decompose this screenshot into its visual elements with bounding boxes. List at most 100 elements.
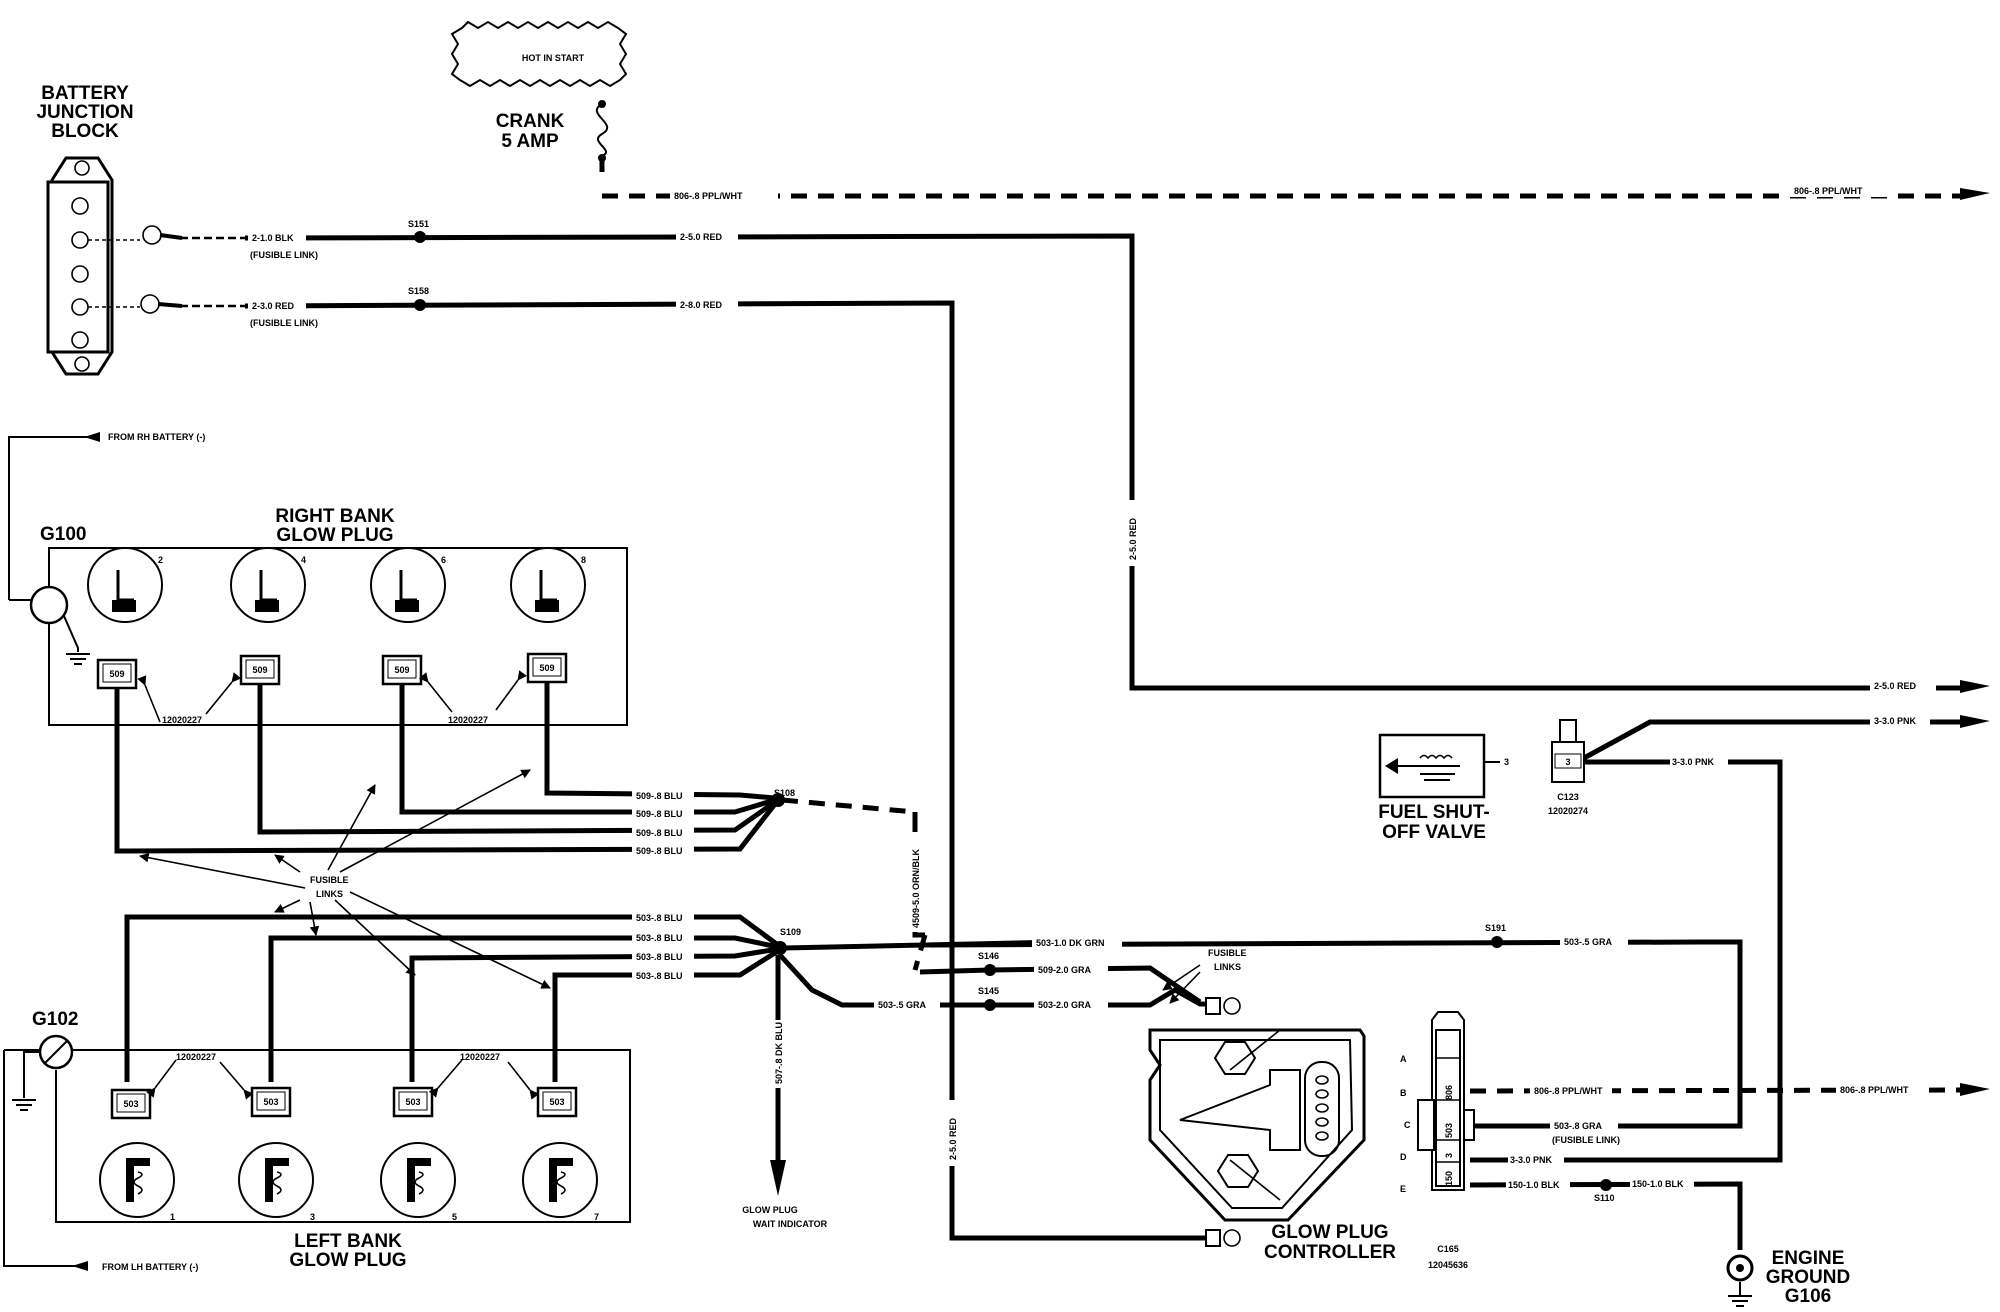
svg-text:LINKS: LINKS [316,889,343,899]
svg-text:509: 509 [252,665,267,675]
glow-plug-controller: GLOW PLUG CONTROLLER [1148,997,1396,1263]
g100-ground-terminal [29,585,69,625]
bjb-terminal [71,331,89,349]
svg-text:806-.8 PPL/WHT: 806-.8 PPL/WHT [1794,186,1863,196]
svg-text:503: 503 [123,1099,138,1109]
svg-text:4509-5.0 ORN/BLK: 4509-5.0 ORN/BLK [911,848,921,928]
svg-text:806-.8 PPL/WHT: 806-.8 PPL/WHT [1534,1086,1603,1096]
svg-text:3: 3 [1444,1153,1454,1158]
svg-text:150-1.0 BLK: 150-1.0 BLK [1508,1180,1560,1190]
svg-text:GLOW PLUG: GLOW PLUG [742,1205,798,1215]
svg-text:503-.8 GRA: 503-.8 GRA [1554,1121,1603,1131]
svg-text:OFF VALVE: OFF VALVE [1382,822,1486,843]
bjb-terminal [71,197,89,215]
svg-text:12045636: 12045636 [1428,1260,1468,1270]
svg-text:509-.8 BLU: 509-.8 BLU [636,791,683,801]
svg-text:503-.5 GRA: 503-.5 GRA [1564,937,1613,947]
svg-text:507-.8 DK BLU: 507-.8 DK BLU [774,1022,784,1084]
svg-text:A: A [1400,1054,1407,1064]
svg-text:(FUSIBLE LINK): (FUSIBLE LINK) [250,250,318,260]
svg-text:(FUSIBLE LINK): (FUSIBLE LINK) [1552,1135,1620,1145]
left-bank-connector-1: 503 [110,1088,152,1120]
svg-text:2-8.0 RED: 2-8.0 RED [680,300,723,310]
svg-text:12020227: 12020227 [162,715,202,725]
svg-text:503: 503 [549,1097,564,1107]
glow-plug-3: 3 [238,1142,315,1222]
left-bank-connector-3: 503 [392,1086,434,1118]
glow-plug-4: 4 [230,547,306,623]
svg-text:12020227: 12020227 [176,1052,216,1062]
left-bank-connector-4: 503 [536,1086,578,1118]
crank-fuse: CRANK 5 AMP [496,100,609,172]
engine-ground-g106: ENGINE GROUND G106 [1726,1248,1850,1307]
c165-connector: 806 503 3 150 A B C D E C165 12045636 [1400,1011,1475,1270]
svg-text:C: C [1404,1120,1411,1130]
svg-text:3: 3 [310,1212,315,1222]
svg-text:509-.8 BLU: 509-.8 BLU [636,809,683,819]
svg-text:S158: S158 [408,286,429,296]
right-bank-connector-2: 509 [239,654,281,686]
right-bank-connector-4: 509 [526,652,568,684]
svg-text:S151: S151 [408,219,429,229]
right-bank-connector-3: 509 [381,654,423,686]
svg-text:503-.8 BLU: 503-.8 BLU [636,971,683,981]
svg-text:2-3.0 RED: 2-3.0 RED [252,301,295,311]
glow-plug-2: 2 [87,547,163,623]
svg-text:12020274: 12020274 [1548,806,1588,816]
svg-text:BATTERY: BATTERY [41,83,129,104]
svg-text:E: E [1400,1184,1406,1194]
svg-text:(FUSIBLE LINK): (FUSIBLE LINK) [250,318,318,328]
svg-text:WAIT INDICATOR: WAIT INDICATOR [753,1219,828,1229]
svg-text:LINKS: LINKS [1214,962,1241,972]
rh-battery-ground: FROM RH BATTERY (-) [8,432,205,600]
left-bank-glow-plug: G102 FROM LH BATTERY (-) LEFT BANK GLOW … [3,1009,631,1272]
svg-text:CONTROLLER: CONTROLLER [1264,1242,1396,1263]
svg-text:B: B [1400,1088,1407,1098]
right-bank-glow-plug: RIGHT BANK GLOW PLUG G100 2 4 6 [9,506,628,726]
wire-2-fusible-upper: S151 2-1.0 BLK (FUSIBLE LINK) 2-5.0 RED … [88,219,1990,693]
svg-text:2: 2 [158,555,163,565]
svg-text:S108: S108 [774,788,795,798]
svg-text:509: 509 [109,669,124,679]
svg-text:FUSIBLE: FUSIBLE [310,875,349,885]
svg-text:8: 8 [581,555,586,565]
svg-text:JUNCTION: JUNCTION [36,102,133,123]
c123-connector: 3 3-3.0 PNK C123 12020274 [1548,714,1990,816]
svg-text:503: 503 [405,1097,420,1107]
svg-text:1: 1 [170,1212,175,1222]
svg-text:509-.8 BLU: 509-.8 BLU [636,828,683,838]
wire-806-top: 806-.8 PPL/WHT 806-.8 PPL/WHT [602,183,1990,202]
svg-text:C123: C123 [1557,792,1579,802]
c165-wires: 806-.8 PPL/WHT 806-.8 PPL/WHT 503-.8 GRA… [1469,755,1990,1250]
hot-in-start-label: HOT IN START [522,53,585,63]
svg-text:3: 3 [1504,757,1509,767]
svg-text:509-2.0 GRA: 509-2.0 GRA [1038,965,1092,975]
svg-text:503-.8 BLU: 503-.8 BLU [636,933,683,943]
svg-text:GLOW PLUG: GLOW PLUG [276,525,393,546]
glow-plug-8: 8 [510,547,586,623]
svg-text:2-5.0 RED: 2-5.0 RED [948,1117,958,1160]
svg-text:509: 509 [394,665,409,675]
svg-text:806-.8 PPL/WHT: 806-.8 PPL/WHT [674,191,743,201]
svg-text:FUEL SHUT-: FUEL SHUT- [1378,802,1490,823]
svg-text:C165: C165 [1437,1244,1459,1254]
svg-text:509: 509 [539,663,554,673]
svg-text:150-1.0 BLK: 150-1.0 BLK [1632,1179,1684,1189]
svg-text:GROUND: GROUND [1766,1267,1850,1288]
glow-plug-1: 1 [99,1142,175,1222]
crank-amp-label: 5 AMP [501,131,559,152]
right-bank-connector-1: 509 [96,658,138,690]
svg-text:D: D [1400,1152,1407,1162]
svg-text:806-.8 PPL/WHT: 806-.8 PPL/WHT [1840,1085,1909,1095]
svg-text:5: 5 [452,1212,457,1222]
svg-text:7: 7 [594,1212,599,1222]
fuel-shutoff-valve: 3 FUEL SHUT- OFF VALVE [1378,733,1509,843]
svg-text:S110: S110 [1594,1193,1615,1203]
svg-text:G102: G102 [32,1009,78,1030]
svg-text:2-5.0 RED: 2-5.0 RED [1128,517,1138,560]
svg-text:3-3.0 PNK: 3-3.0 PNK [1672,757,1715,767]
svg-text:FROM RH BATTERY (-): FROM RH BATTERY (-) [108,432,205,442]
left-bank-connector-2: 503 [250,1086,292,1118]
svg-text:2-1.0 BLK: 2-1.0 BLK [252,233,294,243]
wires-509: S108 509-.8 BLU 509-.8 BLU 509-.8 BLU 50… [114,682,928,971]
